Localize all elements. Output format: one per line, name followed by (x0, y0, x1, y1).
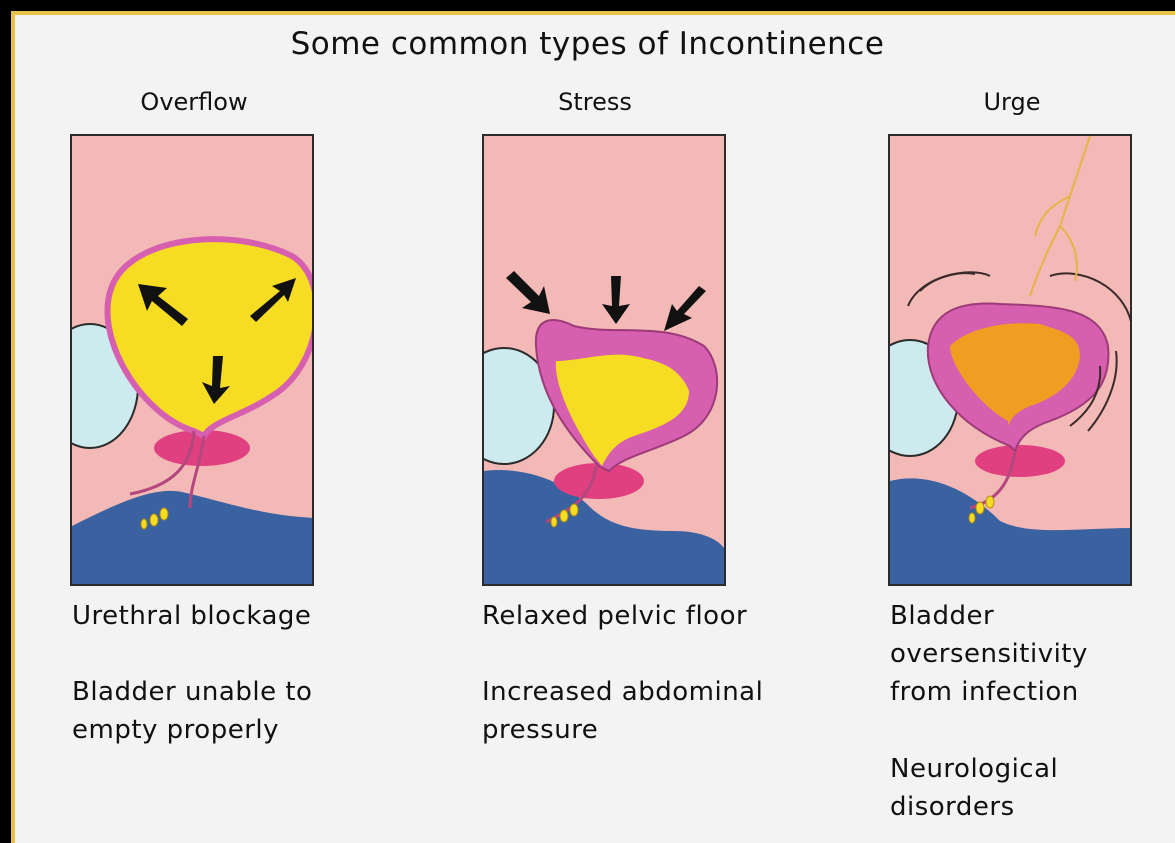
urge-illustration (888, 134, 1132, 586)
overflow-caption-2: Bladder unable to (72, 673, 312, 711)
urge-caption-1: Bladder (890, 597, 994, 635)
stress-caption-1: Relaxed pelvic floor (482, 597, 747, 635)
stress-illustration (482, 134, 726, 586)
heading-overflow: Overflow (64, 88, 324, 116)
overflow-illustration (70, 134, 314, 586)
overflow-caption-1: Urethral blockage (72, 597, 311, 635)
bladder-shape (107, 239, 314, 436)
urge-caption-2: oversensitivity (890, 635, 1088, 673)
pelvic-floor-shape (72, 491, 314, 586)
heading-urge: Urge (882, 88, 1142, 116)
stress-caption-3: pressure (482, 711, 598, 749)
pressure-arrows (506, 271, 706, 331)
diagram-title: Some common types of Incontinence (0, 26, 1175, 62)
nerve-signal (1030, 136, 1090, 296)
sphincter-shape (975, 445, 1065, 477)
urge-caption-3: from infection (890, 673, 1079, 711)
urge-caption-4: Neurological (890, 750, 1058, 788)
urge-caption-5: disorders (890, 788, 1015, 826)
sphincter-shape (554, 463, 644, 499)
overflow-caption-3: empty properly (72, 711, 279, 749)
pelvic-floor-shape (890, 478, 1132, 586)
stress-caption-2: Increased abdominal (482, 673, 763, 711)
heading-stress: Stress (465, 88, 725, 116)
